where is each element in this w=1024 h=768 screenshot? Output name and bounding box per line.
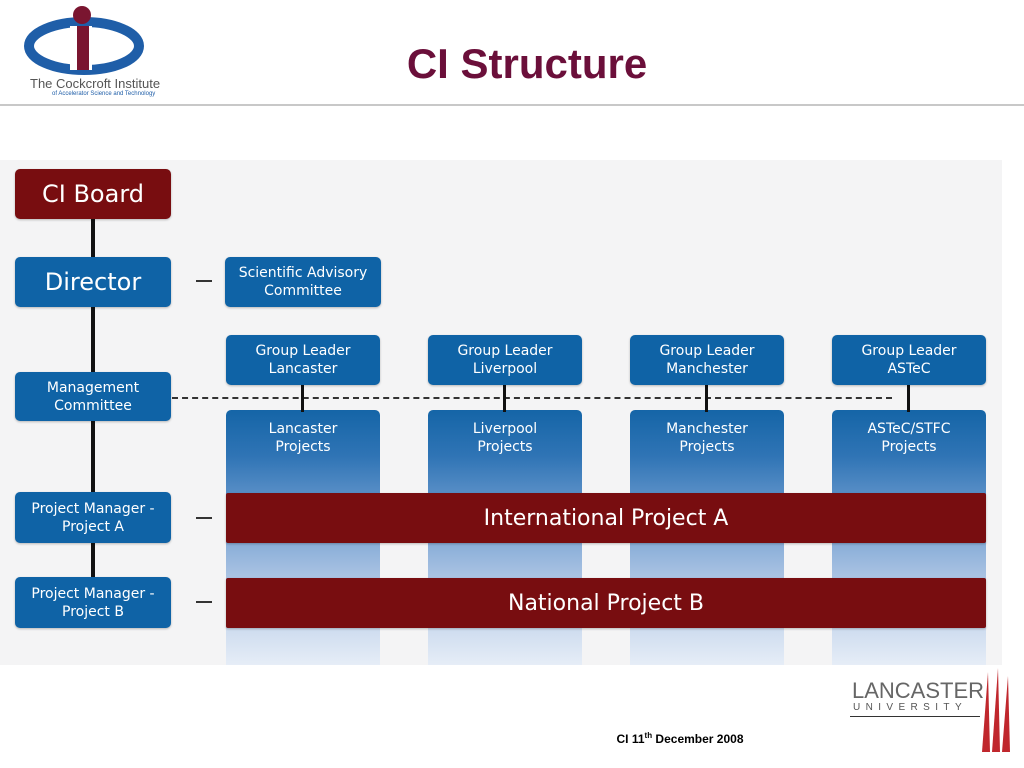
director-box: Director: [15, 257, 171, 307]
footer-date-suffix: December 2008: [652, 732, 744, 746]
project-manager-a-box: Project Manager - Project A: [15, 492, 171, 543]
group-leader-manchester-box: Group Leader Manchester: [630, 335, 784, 385]
director-advisory-connector: [196, 280, 212, 282]
national-project-bar: National Project B: [226, 578, 986, 628]
cockcroft-logo-mark: [24, 6, 144, 75]
cockcroft-logo-name: The Cockcroft Institute: [30, 76, 161, 91]
lancaster-logo-flame-icon: [982, 668, 1010, 752]
footer-date: CI 11th December 2008: [560, 731, 800, 746]
pm-a-connector: [196, 517, 212, 519]
ci-board-box: CI Board: [15, 169, 171, 219]
lancaster-connector: [301, 384, 304, 412]
lancaster-logo-name: LANCASTER: [852, 678, 985, 703]
group-leader-liverpool-box: Group Leader Liverpool: [428, 335, 582, 385]
lancaster-logo-rule: [850, 716, 980, 717]
lancaster-logo-university: UNIVERSITY: [853, 702, 968, 713]
group-leader-astec-box: Group Leader ASTeC: [832, 335, 986, 385]
footer-date-sup: th: [644, 731, 653, 740]
pm-b-connector: [196, 601, 212, 603]
cockcroft-logo-subtitle: of Accelerator Science and Technology: [52, 91, 156, 97]
footer-date-prefix: CI 11: [616, 732, 645, 746]
page-title: CI Structure: [406, 40, 648, 87]
header-divider: [0, 104, 1024, 106]
project-manager-b-box: Project Manager - Project B: [15, 577, 171, 628]
management-committee-box: Management Committee: [15, 372, 171, 421]
manchester-connector: [705, 384, 708, 412]
international-project-bar: International Project A: [226, 493, 986, 543]
liverpool-connector: [503, 384, 506, 412]
management-dashed-line: [172, 397, 892, 399]
astec-connector: [907, 384, 910, 412]
scientific-advisory-box: Scientific Advisory Committee: [225, 257, 381, 307]
lancaster-university-logo: LANCASTER UNIVERSITY: [850, 668, 1020, 758]
cockcroft-logo: The Cockcroft Institute of Accelerator S…: [22, 2, 192, 102]
group-leader-lancaster-box: Group Leader Lancaster: [226, 335, 380, 385]
